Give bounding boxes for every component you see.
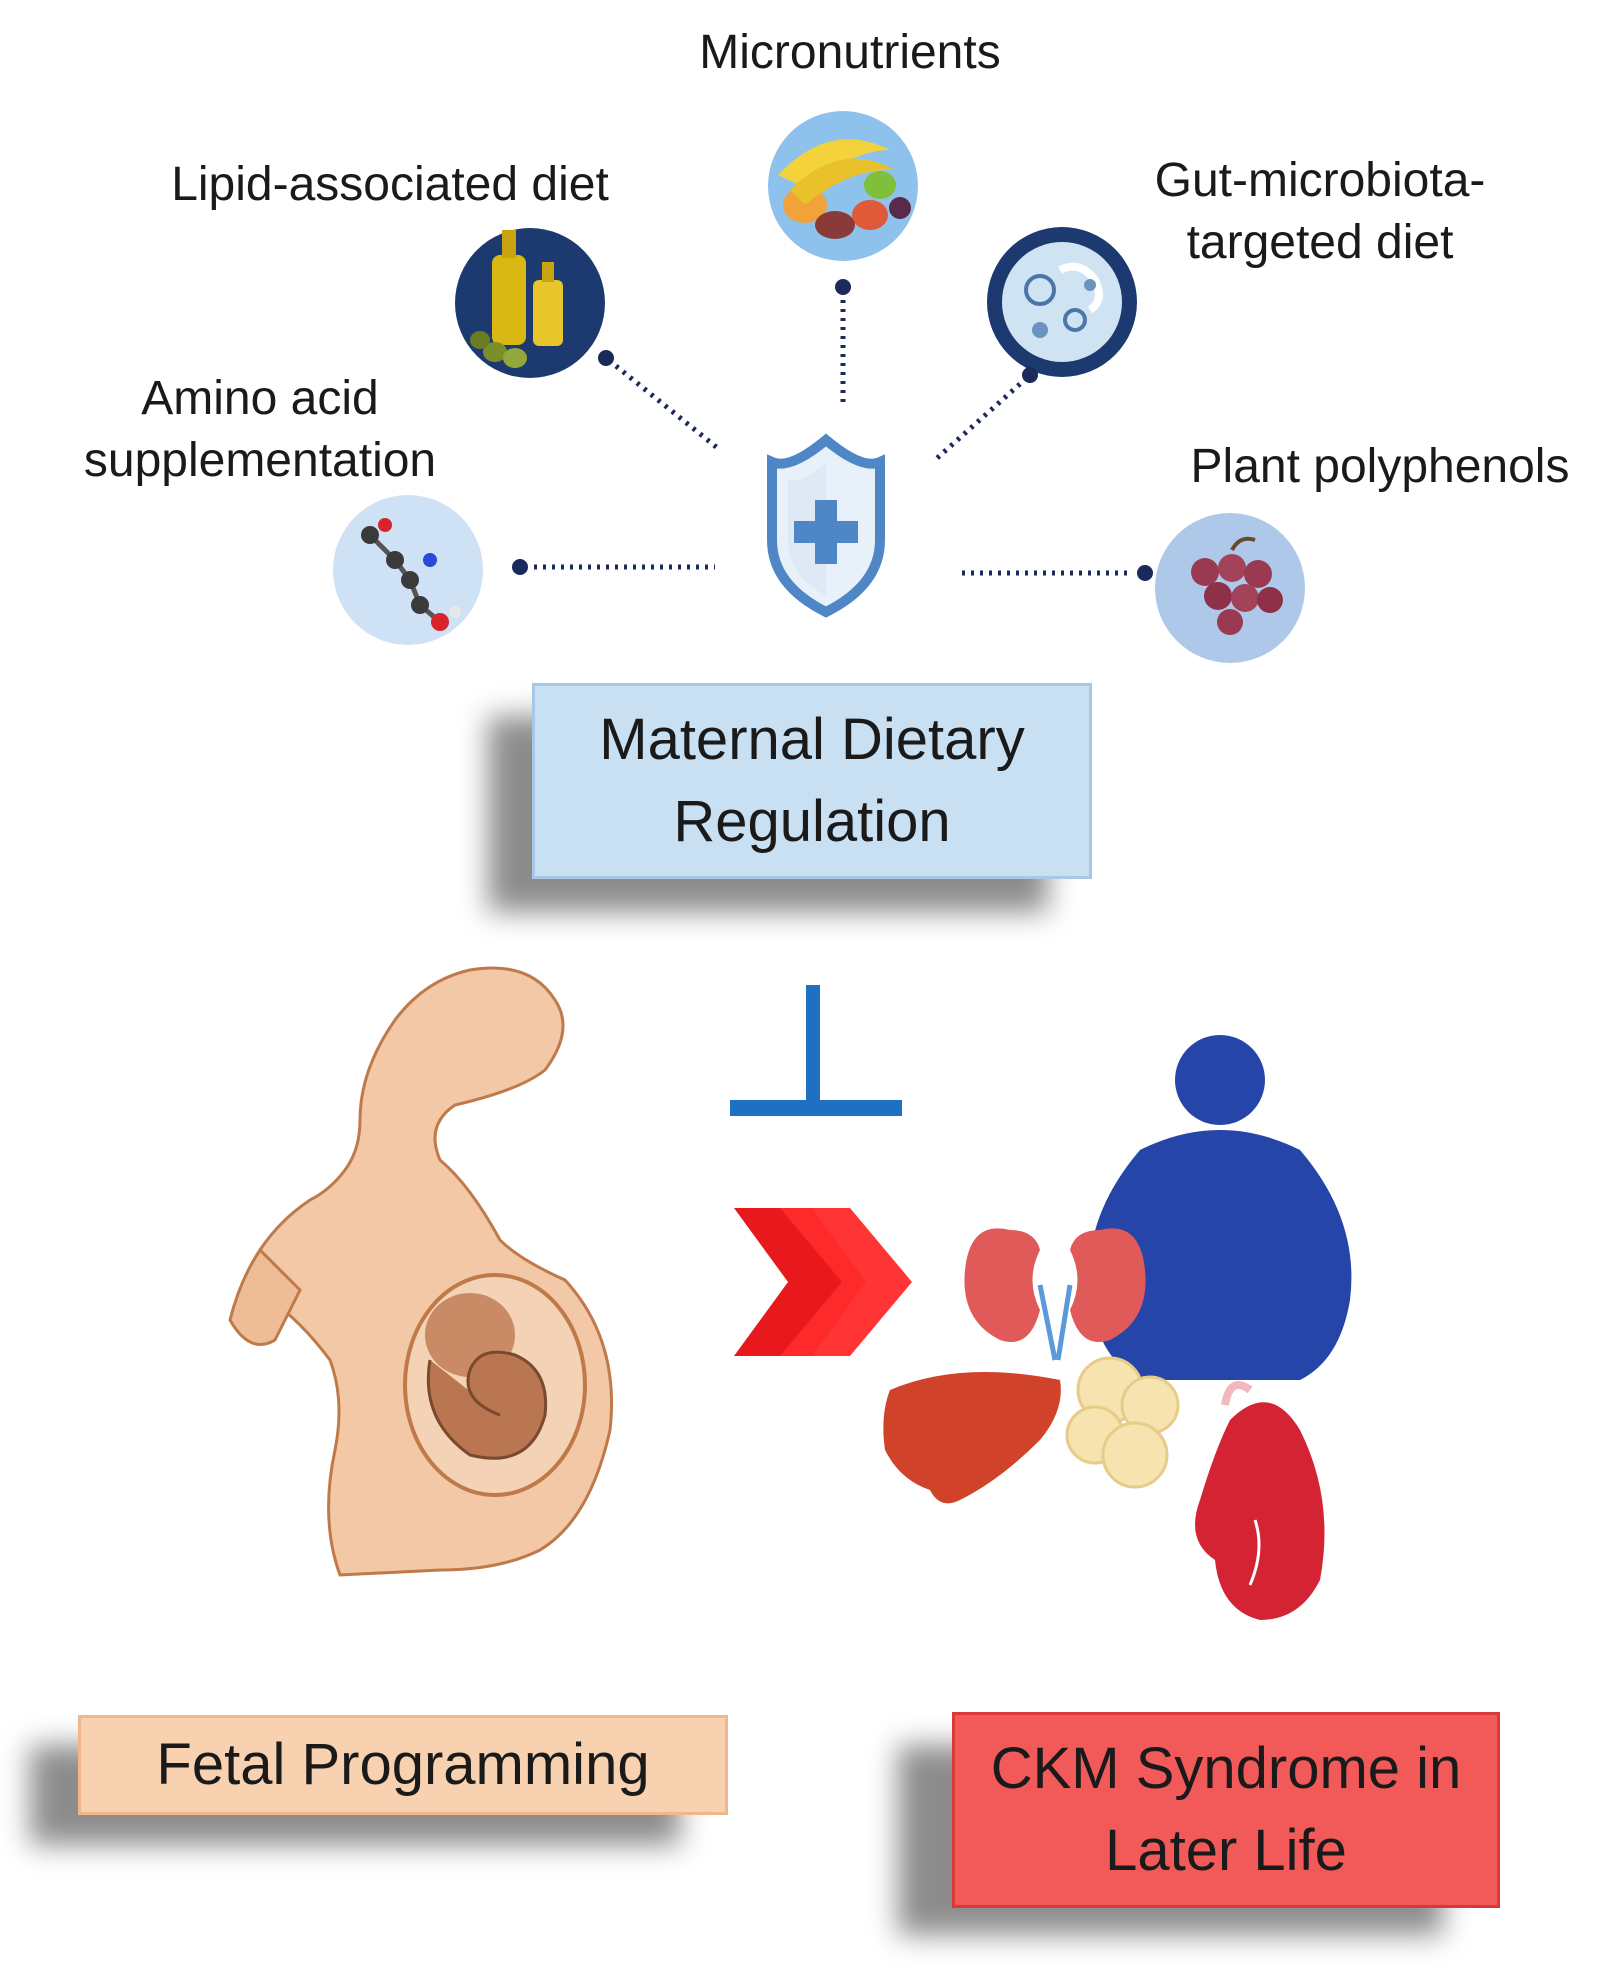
grapes-icon: [1155, 513, 1305, 663]
plant-polyphenols-label: Plant polyphenols: [1190, 440, 1570, 493]
microbes-icon: [987, 227, 1137, 377]
heart-icon: [1195, 1381, 1325, 1620]
gut-microbiota-label-line2: targeted diet: [1186, 216, 1454, 269]
ckm-line2: Later Life: [1105, 1818, 1347, 1883]
amino-acid-label: Amino acid supplementation: [40, 368, 480, 492]
center-title-line2: Regulation: [673, 789, 951, 854]
fetus-icon: [425, 1293, 548, 1460]
lipid-associated-diet-label: Lipid-associated diet: [171, 158, 609, 211]
connector-amino: [512, 559, 715, 575]
gut-microbiota-label: Gut-microbiota- targeted diet: [1110, 150, 1530, 274]
obese-figure-icon: [1088, 1035, 1352, 1380]
chevron-arrow-icon: [734, 1208, 912, 1356]
amino-acid-label-line1: Amino acid: [141, 372, 379, 425]
center-title-line1: Maternal Dietary: [599, 707, 1025, 772]
connector-plant: [962, 565, 1153, 581]
gut-microbiota-label-line1: Gut-microbiota-: [1154, 154, 1486, 207]
maternal-dietary-regulation-box: Maternal Dietary Regulation: [532, 683, 1092, 879]
top-diagram: [333, 111, 1305, 663]
micronutrients-label: Micronutrients: [699, 26, 1001, 79]
amino-acid-label-line2: supplementation: [83, 434, 437, 487]
shield-icon: [767, 433, 885, 618]
fruits-icon: [768, 111, 918, 261]
liver-icon: [883, 1372, 1061, 1504]
ckm-line1: CKM Syndrome in: [990, 1736, 1462, 1801]
fetal-programming-box: Fetal Programming: [78, 1715, 728, 1815]
kidneys-icon: [964, 1228, 1146, 1361]
fat-cells-icon: [1065, 1356, 1180, 1489]
middle-diagram: [228, 966, 1352, 1620]
connector-micronutrients: [835, 279, 851, 408]
pregnant-woman-silhouette: [228, 966, 614, 1577]
connector-lipid: [598, 350, 722, 452]
olive-oil-icon: [455, 228, 605, 378]
amino-acid-molecule-icon: [333, 495, 483, 645]
connector-gut: [933, 367, 1038, 462]
inhibition-symbol: [730, 985, 902, 1116]
ckm-syndrome-box: CKM Syndrome in Later Life: [952, 1712, 1500, 1908]
fetal-programming-label: Fetal Programming: [156, 1732, 650, 1797]
